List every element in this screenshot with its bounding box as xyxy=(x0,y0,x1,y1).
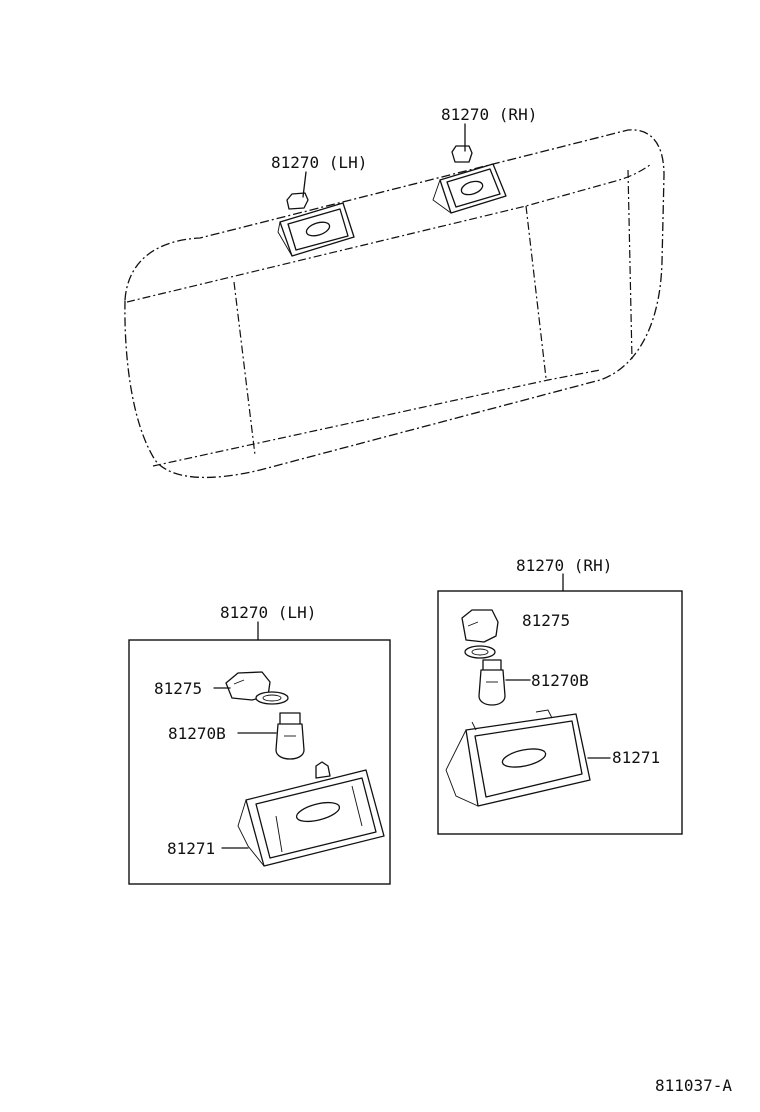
bumper-outline xyxy=(124,129,665,478)
group-rh-box xyxy=(437,590,683,835)
lamp-assembly-lh xyxy=(277,192,355,257)
label-socket-lh: 81275 xyxy=(154,679,202,698)
lamp-assembly-rh xyxy=(432,145,507,214)
label-top-rh: 81270 (RH) xyxy=(441,105,537,124)
figure-code: 811037-A xyxy=(655,1076,732,1095)
group-rh: 81270 (RH) 81275 81270B 81271 xyxy=(437,556,683,835)
lens-housing-icon-rh xyxy=(445,709,591,807)
group-lh-title: 81270 (LH) xyxy=(220,603,316,622)
label-lens-lh: 81271 xyxy=(167,839,215,858)
group-lh-box xyxy=(128,639,391,885)
label-top-lh: 81270 (LH) xyxy=(271,153,367,172)
group-rh-title: 81270 (RH) xyxy=(516,556,612,575)
label-bulb-rh: 81270B xyxy=(531,671,589,690)
label-lens-rh: 81271 xyxy=(612,748,660,767)
label-bulb-lh: 81270B xyxy=(168,724,226,743)
lens-housing-icon-lh xyxy=(237,761,385,867)
bulb-icon-lh xyxy=(275,712,305,760)
leader-top-lh xyxy=(302,171,307,198)
label-socket-rh: 81275 xyxy=(522,611,570,630)
group-lh: 81270 (LH) 81275 81270B 81271 xyxy=(128,603,391,885)
socket-icon-lh xyxy=(225,671,289,705)
socket-icon-rh xyxy=(461,609,499,659)
bulb-icon-rh xyxy=(478,659,506,706)
